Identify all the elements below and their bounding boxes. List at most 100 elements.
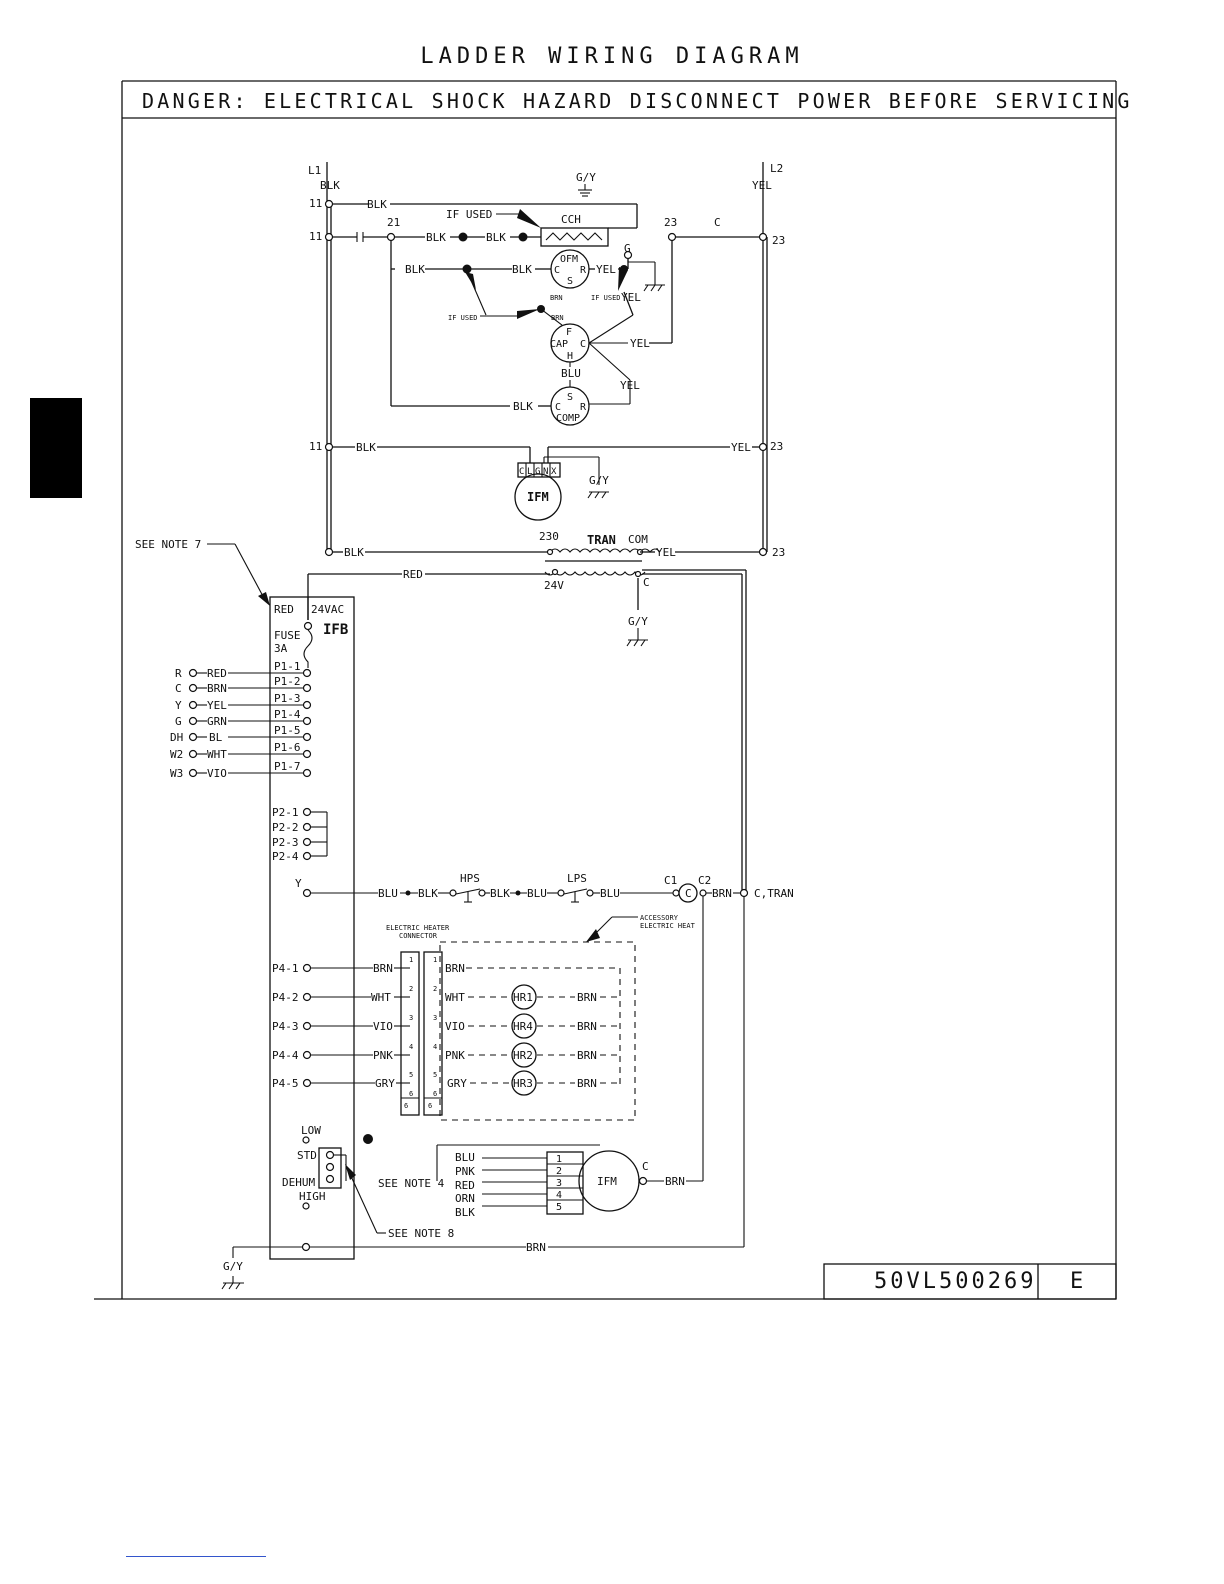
terminal-23-a: 23 xyxy=(772,234,785,247)
thermostat-row: R RED P1-1 xyxy=(175,660,312,680)
drawing-number: 50VL500269 xyxy=(874,1269,1036,1294)
ground-g-label: G xyxy=(624,242,631,255)
conn-left-2: 2 xyxy=(409,985,413,993)
tran-230: 230 xyxy=(539,530,559,543)
if-used-label: IF USED xyxy=(446,208,492,221)
svg-text:BRN: BRN xyxy=(577,1077,597,1090)
thermostat-terminals: R RED P1-1 C BRN P1-2 Y YEL P1-3 xyxy=(170,660,312,780)
svg-text:W3: W3 xyxy=(170,767,183,780)
svg-text:P1-1: P1-1 xyxy=(274,660,301,673)
if-used-small-left: IF USED xyxy=(448,314,478,322)
ifm-label-top: IFM xyxy=(527,490,549,504)
speed-high-label: HIGH xyxy=(299,1190,326,1203)
svg-text:P1-7: P1-7 xyxy=(274,760,301,773)
wire-yel-ifm: YEL xyxy=(731,441,751,454)
svg-text:BLK: BLK xyxy=(418,887,438,900)
wire-yel-ofm: YEL xyxy=(596,263,616,276)
svg-text:GRY: GRY xyxy=(447,1077,467,1090)
ground-label-top: G/Y xyxy=(576,171,596,184)
svg-text:GRN: GRN xyxy=(207,715,227,728)
svg-text:C,TRAN: C,TRAN xyxy=(754,887,794,900)
svg-text:R: R xyxy=(175,667,182,680)
svg-text:C: C xyxy=(175,682,182,695)
svg-text:RED: RED xyxy=(207,667,227,680)
see-note-8: SEE NOTE 8 xyxy=(388,1227,454,1240)
ifm-wire-row: BLK 5 xyxy=(455,1202,562,1219)
ifb-red: RED xyxy=(274,603,294,616)
ifb-board xyxy=(269,596,355,1260)
indoor-fan-motor-top xyxy=(333,446,759,521)
accessory-label-2: ELECTRIC HEAT xyxy=(640,922,696,930)
revision-letter: E xyxy=(1070,1269,1083,1294)
tran-24v: 24V xyxy=(544,579,564,592)
svg-text:BRN: BRN xyxy=(445,962,465,975)
contactor-c-top: C xyxy=(714,216,721,229)
terminal-21: 21 xyxy=(387,216,400,229)
wire-yel-cap: YEL xyxy=(630,337,650,350)
accessory-label: ACCESSORY xyxy=(640,914,679,922)
ifm-pin-c: C xyxy=(519,467,524,477)
ground-label-bottom: G/Y xyxy=(223,1260,243,1273)
svg-text:4: 4 xyxy=(556,1190,562,1201)
heater-row: P4-1 BRN BRN xyxy=(272,962,621,1085)
svg-text:YEL: YEL xyxy=(207,699,227,712)
svg-text:BLK: BLK xyxy=(455,1206,475,1219)
speed-low-label: LOW xyxy=(301,1124,321,1137)
wire-yel-comp: YEL xyxy=(620,379,640,392)
svg-text:P4-1: P4-1 xyxy=(272,962,299,975)
wire-blk-2: BLK xyxy=(426,231,446,244)
conn-left-5: 5 xyxy=(409,1071,413,1079)
thermostat-row: DH BL P1-5 xyxy=(170,724,312,744)
speed-std-label: STD xyxy=(297,1149,317,1162)
svg-text:HR1: HR1 xyxy=(513,991,533,1004)
svg-text:P1-4: P1-4 xyxy=(274,708,301,721)
svg-text:BL: BL xyxy=(209,731,223,744)
ifb-label: IFB xyxy=(323,622,348,638)
heater-connector-label-2: CONNECTOR xyxy=(399,932,438,940)
wire-yel-tran: YEL xyxy=(656,546,676,559)
speed-selector[interactable]: LOW STD DEHUM HIGH xyxy=(282,1124,373,1210)
svg-text:VIO: VIO xyxy=(445,1020,465,1033)
svg-text:P4-5: P4-5 xyxy=(272,1077,299,1090)
heater-connector-label: ELECTRIC HEATER xyxy=(386,924,450,932)
svg-text:Y: Y xyxy=(175,699,182,712)
ofm-label: OFM xyxy=(560,254,578,265)
wire-blk-5: BLK xyxy=(512,263,532,276)
speed-dehum-label: DEHUM xyxy=(282,1176,315,1189)
svg-text:BRN: BRN xyxy=(577,991,597,1004)
svg-text:WHT: WHT xyxy=(445,991,465,1004)
indoor-fan-motor-bottom xyxy=(546,1150,703,1215)
svg-text:P1-3: P1-3 xyxy=(274,692,301,705)
svg-text:5: 5 xyxy=(556,1202,562,1213)
conn-left-1: 1 xyxy=(409,956,413,964)
wire-blu: BLU xyxy=(561,367,581,380)
svg-text:BRN: BRN xyxy=(577,1049,597,1062)
svg-text:P2-1: P2-1 xyxy=(272,806,299,819)
thermostat-row: C BRN P1-2 xyxy=(175,675,312,695)
ifm-wire-row: RED 3 xyxy=(455,1178,562,1192)
svg-text:DH: DH xyxy=(170,731,183,744)
conn-right-6: 6 xyxy=(433,1090,437,1098)
p2-terminals: P2-1 P2-2 P2-3 P2-4 xyxy=(272,806,328,863)
heater-row: P4-3 VIO VIO HR4 BRN xyxy=(272,1013,620,1039)
footer-link-line[interactable] xyxy=(126,1556,266,1557)
conn-left-3: 3 xyxy=(409,1014,413,1022)
ifm-c-label: C xyxy=(642,1160,649,1173)
svg-text:P1-6: P1-6 xyxy=(274,741,301,754)
danger-warning: DANGER: ELECTRICAL SHOCK HAZARD DISCONNE… xyxy=(142,89,1133,113)
conn-left-6: 6 xyxy=(409,1090,413,1098)
section-tab-marker xyxy=(30,398,82,498)
svg-text:C1: C1 xyxy=(664,874,677,887)
svg-text:BLU: BLU xyxy=(455,1151,475,1164)
ifb-24vac: 24VAC xyxy=(311,603,344,616)
cch-label: CCH xyxy=(561,213,581,226)
heater-connector xyxy=(400,951,443,1116)
svg-text:1: 1 xyxy=(556,1154,562,1165)
wire-blk-comp: BLK xyxy=(513,400,533,413)
comp-label: COMP xyxy=(556,413,580,424)
wire-blk-4: BLK xyxy=(405,263,425,276)
svg-text:PNK: PNK xyxy=(445,1049,465,1062)
svg-text:VIO: VIO xyxy=(207,767,227,780)
thermostat-row: W3 VIO P1-7 xyxy=(170,760,312,780)
